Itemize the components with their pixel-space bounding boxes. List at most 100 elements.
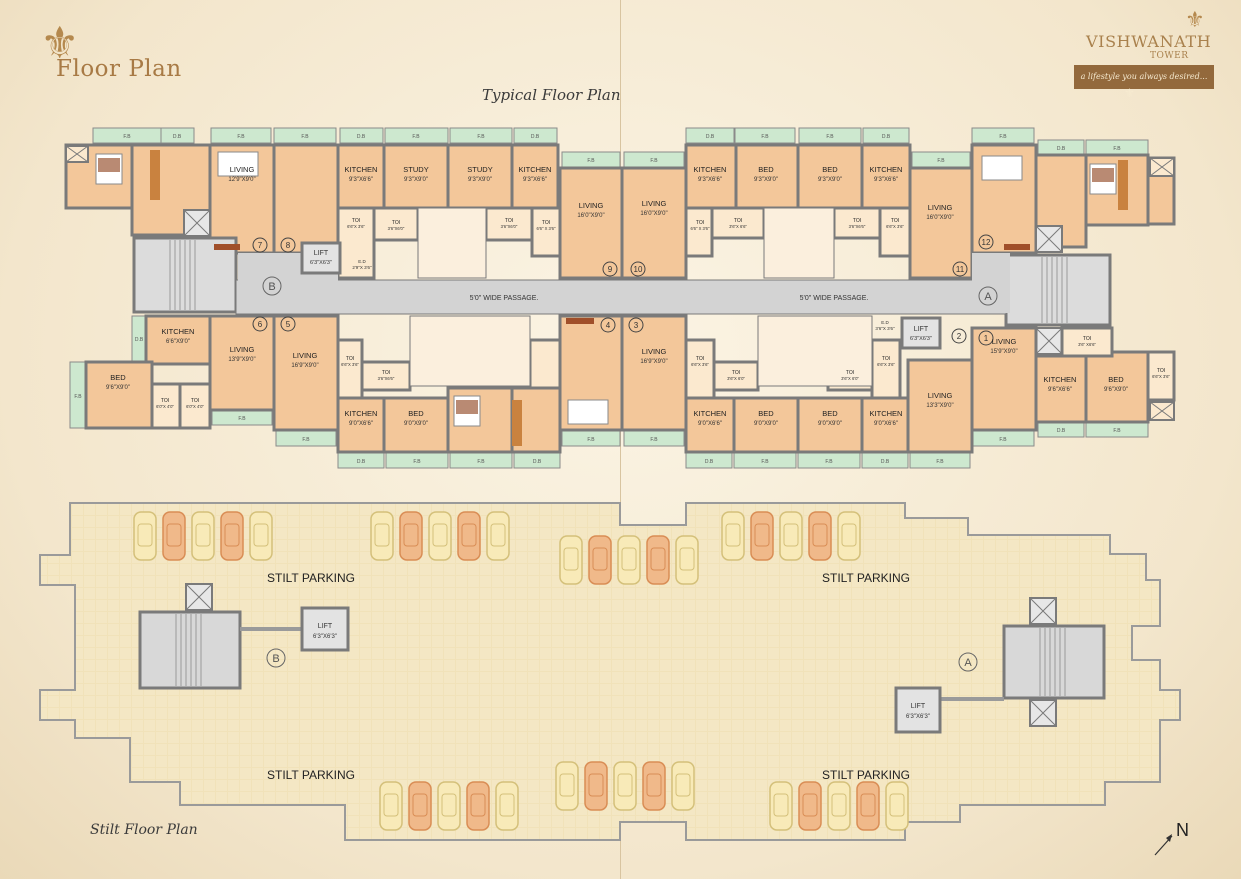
toilet-name-toi_b: TOI [392,220,400,226]
room [1034,354,1088,424]
car-roof-icon [195,523,211,547]
parked-car-icon [249,511,273,561]
toilet-dim-toi_o: 3'6"X 6'0" [841,376,859,381]
room [796,396,864,454]
room-name-bed_1: BED [1108,375,1124,384]
room-name-bed_6: BED [110,373,126,382]
parked-car-icon [495,781,519,831]
room-dim-living_9: 16'0"X9'0" [577,213,604,219]
stilt-wing-b-marker [266,648,286,668]
room-name-living_9: LIVING [579,201,604,210]
furniture [95,150,1128,446]
toilet [178,382,212,430]
parked-car-icon [437,781,461,831]
stilt-lift-b-name: LIFT [318,623,333,630]
car-roof-icon [490,523,506,547]
balcony-label-db: D.B [533,459,542,465]
car-roof-icon [592,547,608,571]
balcony-label-fb: F.B [587,437,595,443]
room-name-living_10: LIVING [642,199,667,208]
room-dim-study_8: 9'3"X9'0" [404,177,428,183]
lift-a [900,316,942,350]
parked-car-icon [559,535,583,585]
parked-car-icon [613,761,637,811]
room-dim-bed_5: 9'0"X9'0" [404,421,428,427]
parked-car-icon [808,511,832,561]
lift-b-dim: 6'3"X6'3" [310,260,332,266]
toilet-dim-toi_a: 6'6"X 3'6" [347,224,365,229]
car-roof-icon [224,523,240,547]
stilt-lift-a-dim: 6'3"X6'3" [906,714,930,720]
car-roof-icon [754,523,770,547]
balcony-label-fb: F.B [301,134,309,140]
parked-car-icon [486,511,510,561]
toilet-dim-toi_j: 6'0"X 4'0" [186,404,204,409]
room-dim-kitchen_3: 9'0"X6'6" [698,421,722,427]
toilet-name-toi_k: TOI [346,356,354,362]
duct [763,207,835,279]
toilet-name-toi_p: TOI [882,356,890,362]
brand-tagline: a lifestyle you always desired... [1074,65,1214,89]
kitchen-platform-icon [566,318,594,324]
car-roof-icon [831,793,847,817]
parked-car-icon [457,511,481,561]
balcony-label-db: D.B [173,134,182,140]
wardrobe-icon [1118,160,1128,210]
car-roof-icon [563,547,579,571]
room-name-kitchen_10: KITCHEN [694,165,727,174]
balcony-label-db: D.B [357,459,366,465]
stilt-parking-label-ne: STILT PARKING [822,571,910,585]
room-dim-living_3: 16'9"X9'0" [640,359,667,365]
flat-marker-4 [600,317,616,333]
room [208,314,276,412]
flat-number-1: 1 [984,334,989,343]
balcony-label-fb: F.B [1113,146,1121,152]
stilt-lift-a-name: LIFT [911,703,926,710]
flat-marker-8 [280,237,296,253]
stilt-wing-a-marker [958,652,978,672]
toilet [710,206,766,240]
parked-car-icon [399,511,423,561]
flat-number-4: 4 [606,321,611,330]
toilet-dim-toi_q: 3'6" X6'6" [1078,342,1096,347]
room [620,166,688,280]
car-roof-icon [441,793,457,817]
room-dim-living_1: 15'9"X9'0" [990,349,1017,355]
balcony-label-db: D.B [357,134,366,140]
stilt-stair-b [138,610,242,690]
stilt-plan-title: Stilt Floor Plan [90,822,198,838]
room-name-bed_2: BED [822,409,838,418]
toilet [372,206,420,242]
parked-car-icon [162,511,186,561]
room [272,143,340,255]
stilt-parking-label-se: STILT PARKING [822,768,910,782]
ed-a-name: E.D [881,320,889,325]
north-label: N [1176,820,1189,840]
car-roof-icon [621,547,637,571]
balcony-label-fb: F.B [936,459,944,465]
toilet-name-toi_m: TOI [696,356,704,362]
balcony-label-db: D.B [706,134,715,140]
duct [417,207,487,279]
stilt-parking-label-sw: STILT PARKING [267,768,355,782]
flat-number-11: 11 [956,265,965,274]
room-name-kitchen_9: KITCHEN [519,165,552,174]
car-roof-icon [499,793,515,817]
stilt-wing-a-label: A [964,657,972,669]
balcony-label-fb: F.B [477,134,485,140]
room-dim-bed_1: 9'6"X9'0" [1104,387,1128,393]
balcony [210,127,272,144]
duct [757,315,873,387]
ed-a-dim: 3'6"X 3'6" [875,326,895,331]
room [446,143,514,210]
toilet-name-toi_h: TOI [891,218,899,224]
toilet-dim-toi_n: 3'6"X 6'0" [727,376,745,381]
balcony-label-fb: F.B [999,134,1007,140]
flat-marker-3 [628,317,644,333]
ed-b-dim: 2'9"X 3'6" [352,265,372,270]
room-name-kitchen_5: KITCHEN [345,409,378,418]
room-name-living_5: LIVING [293,351,318,360]
car-roof-icon [253,523,269,547]
